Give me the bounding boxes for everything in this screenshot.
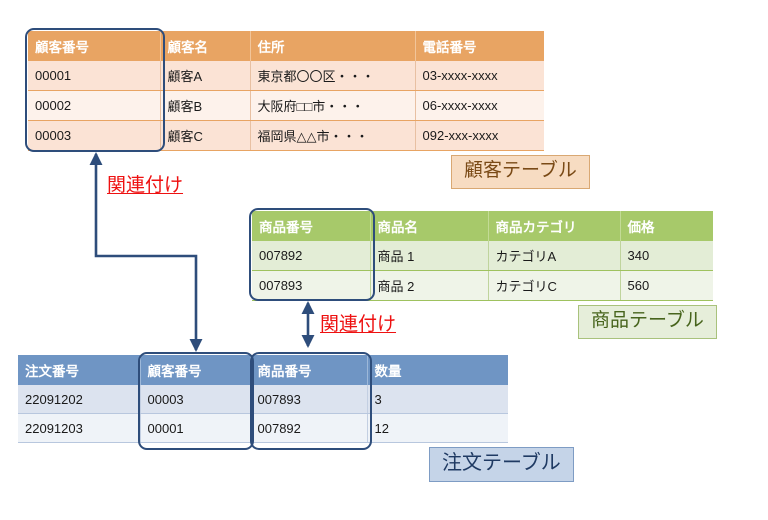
customer-table-caption: 顧客テーブル bbox=[451, 155, 590, 189]
product-cell-price: 560 bbox=[620, 270, 713, 301]
product-cell-name: 商品 1 bbox=[370, 241, 489, 271]
order-table: 注文番号 顧客番号 商品番号 数量 22091202 00003 007893 … bbox=[18, 355, 508, 443]
customer-table-header-row: 顧客番号 顧客名 住所 電話番号 bbox=[28, 31, 544, 61]
product-cell-id: 007893 bbox=[252, 270, 371, 301]
order-cell-qty: 12 bbox=[367, 413, 508, 443]
product-cell-id: 007892 bbox=[252, 241, 371, 271]
table-row: 22091203 00001 007892 12 bbox=[18, 413, 508, 443]
order-cell-orderno: 22091203 bbox=[18, 413, 141, 443]
order-cell-custno: 00001 bbox=[140, 413, 251, 443]
product-table-caption: 商品テーブル bbox=[578, 305, 717, 339]
product-cell-name: 商品 2 bbox=[370, 270, 489, 301]
order-cell-custno: 00003 bbox=[140, 385, 251, 414]
customer-col-header-id: 顧客番号 bbox=[28, 31, 161, 61]
table-row: 22091202 00003 007893 3 bbox=[18, 385, 508, 414]
customer-col-header-name: 顧客名 bbox=[160, 31, 251, 61]
product-col-header-name: 商品名 bbox=[370, 211, 489, 241]
customer-col-header-addr: 住所 bbox=[250, 31, 416, 61]
product-table-header-row: 商品番号 商品名 商品カテゴリ 価格 bbox=[252, 211, 713, 241]
table-row: 007893 商品 2 カテゴリC 560 bbox=[252, 270, 713, 301]
customer-cell-phone: 06-xxxx-xxxx bbox=[415, 90, 544, 121]
customer-cell-name: 顧客A bbox=[160, 61, 251, 91]
customer-cell-name: 顧客C bbox=[160, 120, 251, 151]
customer-cell-id: 00002 bbox=[28, 90, 161, 121]
customer-cell-id: 00003 bbox=[28, 120, 161, 151]
product-cell-category: カテゴリA bbox=[488, 241, 621, 271]
customer-cell-phone: 03-xxxx-xxxx bbox=[415, 61, 544, 91]
customer-cell-addr: 福岡県△△市・・・ bbox=[250, 120, 416, 151]
customer-table: 顧客番号 顧客名 住所 電話番号 00001 顧客A 東京都〇〇区・・・ 03-… bbox=[28, 31, 544, 151]
order-table-caption: 注文テーブル bbox=[429, 447, 574, 482]
customer-cell-id: 00001 bbox=[28, 61, 161, 91]
product-table: 商品番号 商品名 商品カテゴリ 価格 007892 商品 1 カテゴリA 340… bbox=[252, 211, 713, 301]
product-col-header-price: 価格 bbox=[620, 211, 713, 241]
customer-cell-name: 顧客B bbox=[160, 90, 251, 121]
order-col-header-custno: 顧客番号 bbox=[140, 355, 251, 385]
customer-cell-phone: 092-xxx-xxxx bbox=[415, 120, 544, 151]
order-cell-qty: 3 bbox=[367, 385, 508, 414]
product-cell-price: 340 bbox=[620, 241, 713, 271]
table-row: 00001 顧客A 東京都〇〇区・・・ 03-xxxx-xxxx bbox=[28, 61, 544, 91]
customer-cell-addr: 東京都〇〇区・・・ bbox=[250, 61, 416, 91]
table-row: 007892 商品 1 カテゴリA 340 bbox=[252, 241, 713, 271]
product-col-header-category: 商品カテゴリ bbox=[488, 211, 621, 241]
table-row: 00002 顧客B 大阪府□□市・・・ 06-xxxx-xxxx bbox=[28, 90, 544, 121]
order-cell-prodno: 007892 bbox=[250, 413, 368, 443]
customer-cell-addr: 大阪府□□市・・・ bbox=[250, 90, 416, 121]
customer-col-header-phone: 電話番号 bbox=[415, 31, 544, 61]
product-cell-category: カテゴリC bbox=[488, 270, 621, 301]
product-col-header-id: 商品番号 bbox=[252, 211, 371, 241]
order-table-header-row: 注文番号 顧客番号 商品番号 数量 bbox=[18, 355, 508, 385]
order-col-header-orderno: 注文番号 bbox=[18, 355, 141, 385]
relation-label-customer-order: 関連付け bbox=[107, 175, 184, 196]
order-col-header-qty: 数量 bbox=[367, 355, 508, 385]
order-cell-orderno: 22091202 bbox=[18, 385, 141, 414]
order-col-header-prodno: 商品番号 bbox=[250, 355, 368, 385]
order-cell-prodno: 007893 bbox=[250, 385, 368, 414]
relation-label-product-order: 関連付け bbox=[320, 314, 397, 335]
table-row: 00003 顧客C 福岡県△△市・・・ 092-xxx-xxxx bbox=[28, 120, 544, 151]
